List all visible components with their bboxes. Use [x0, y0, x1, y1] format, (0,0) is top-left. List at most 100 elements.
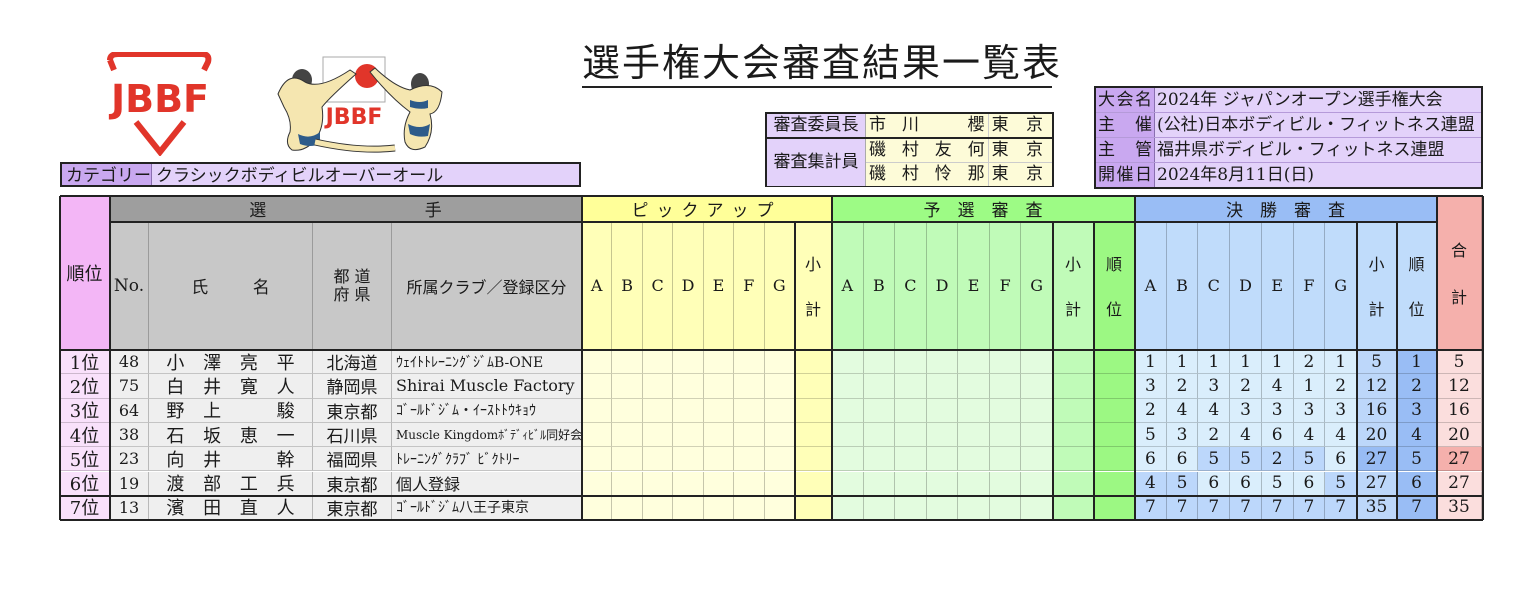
- pickup-judge-D-header: D: [673, 222, 704, 350]
- pickup-score-cell: [612, 350, 643, 375]
- cell-text: 恵: [239, 425, 258, 447]
- cell-text: 直: [239, 498, 258, 520]
- chief-judge-label: 審査委員長: [767, 114, 866, 139]
- cell-text: 澤: [203, 352, 222, 374]
- prelim-score-cell: [989, 447, 1022, 472]
- pickup-score-cell: [673, 374, 704, 399]
- prelim-placing-header: 順位: [1094, 222, 1135, 350]
- final-judge-G-header: G: [1325, 222, 1357, 350]
- page-title: 選手権大会審査結果一覧表: [582, 40, 1060, 88]
- prelim-score-cell: [926, 447, 959, 472]
- pickup-score-cell: [582, 374, 613, 399]
- prelim-score-cell: [926, 422, 959, 448]
- final-placing-cell: 4: [1397, 422, 1437, 448]
- cell-text: 小: [166, 352, 185, 374]
- cell-text: 部: [203, 474, 222, 496]
- pickup-group-header: ピックアップ: [582, 196, 832, 222]
- prelim-placing-cell: [1094, 495, 1135, 521]
- name-char: 磯: [869, 140, 886, 160]
- rank-cell: 1位: [60, 350, 110, 375]
- pickup-subtotal-header: 小計: [795, 222, 832, 350]
- final-score-cell: 6: [1325, 447, 1357, 472]
- cell-text: 平: [276, 352, 295, 374]
- prelim-score-cell: [832, 471, 864, 496]
- final-score-cell: 1: [1198, 350, 1231, 375]
- final-score-cell: 4: [1135, 471, 1167, 496]
- cell-text: 白: [166, 376, 185, 398]
- pickup-score-cell: [612, 447, 643, 472]
- pickup-score-cell: [764, 398, 795, 423]
- final-score-cell: 5: [1166, 471, 1199, 496]
- cell-text: 石: [166, 425, 185, 447]
- cell-text: 人: [276, 498, 295, 520]
- total-cell: 27: [1437, 471, 1482, 496]
- pickup-subtotal-cell: [795, 374, 832, 399]
- prelim-score-cell: [989, 471, 1022, 496]
- pickup-subtotal-cell: [795, 495, 832, 521]
- final-placing-cell: 5: [1397, 447, 1437, 472]
- prelim-group-header: 予 選 審 査: [832, 196, 1135, 222]
- prelim-subtotal-cell: [1053, 422, 1094, 448]
- final-score-cell: 7: [1230, 495, 1262, 521]
- tally-judge-prefecture: 東 京: [988, 162, 1052, 186]
- athlete-name: 向井幹: [149, 447, 313, 472]
- prelim-score-cell: [1021, 471, 1053, 496]
- cell-text: 井: [203, 376, 222, 398]
- name-header: 氏名: [149, 222, 313, 350]
- prelim-judge-C-header: C: [895, 222, 927, 350]
- pickup-score-cell: [582, 471, 613, 496]
- athlete-prefecture: 静岡県: [313, 374, 392, 399]
- final-score-cell: 4: [1166, 398, 1199, 423]
- pickup-score-cell: [612, 422, 643, 448]
- prelim-subtotal-cell: [1053, 495, 1094, 521]
- prelim-score-cell: [863, 471, 896, 496]
- final-subtotal-cell: 27: [1357, 447, 1397, 472]
- prelim-score-cell: [863, 398, 896, 423]
- prelim-score-cell: [832, 350, 864, 375]
- final-score-cell: 2: [1230, 374, 1262, 399]
- pickup-score-cell: [673, 398, 704, 423]
- cell-text: 順: [1105, 254, 1122, 274]
- pickup-score-cell: [673, 350, 704, 375]
- prelim-score-cell: [1021, 422, 1053, 448]
- prelim-placing-cell: [1094, 471, 1135, 496]
- grid-line: [1396, 222, 1398, 521]
- cell-text: 幹: [276, 449, 295, 471]
- athlete-club: ﾄﾚｰﾆﾝｸﾞｸﾗﾌﾞ ﾋﾞｸﾄﾘｰ: [392, 447, 582, 472]
- rank-cell: 7位: [60, 495, 110, 521]
- host-label: 主管: [1096, 137, 1155, 163]
- prelim-subtotal-cell: [1053, 447, 1094, 472]
- total-cell: 20: [1437, 422, 1482, 448]
- pickup-score-cell: [642, 374, 674, 399]
- prelim-placing-cell: [1094, 447, 1135, 472]
- grid-line: [1093, 222, 1095, 521]
- prelim-judge-A-header: A: [832, 222, 864, 350]
- no-header: No.: [110, 222, 149, 350]
- athlete-number: 23: [110, 447, 149, 472]
- name-char: 友: [934, 140, 952, 160]
- final-score-cell: 7: [1135, 495, 1167, 521]
- athlete-name: 濱田直人: [149, 495, 313, 521]
- total-cell: 5: [1437, 350, 1482, 375]
- cell-text: 兵: [276, 474, 295, 496]
- athlete-name: 渡部工兵: [149, 471, 313, 496]
- cell-text: 都 道: [333, 266, 371, 286]
- prelim-score-cell: [1021, 398, 1053, 423]
- cell-text: 寛: [239, 376, 258, 398]
- athlete-name: 小澤亮平: [149, 350, 313, 375]
- cell-text: 駿: [276, 401, 295, 423]
- prelim-score-cell: [895, 447, 927, 472]
- final-judge-F-header: F: [1293, 222, 1326, 350]
- final-subtotal-cell: 5: [1357, 350, 1397, 375]
- prelim-score-cell: [926, 398, 959, 423]
- pickup-judge-C-header: C: [642, 222, 674, 350]
- cell-text: 濱: [166, 498, 185, 520]
- cell-text: 小: [1368, 254, 1385, 274]
- event-info-panel: 大会名 2024年 ジャパンオープン選手権大会 主催 (公社)日本ボディビル・フ…: [1094, 86, 1483, 189]
- pickup-score-cell: [764, 471, 795, 496]
- pickup-score-cell: [734, 447, 765, 472]
- cell-text: 位: [1408, 300, 1425, 320]
- final-score-cell: 7: [1325, 495, 1357, 521]
- pickup-judge-B-header: B: [612, 222, 643, 350]
